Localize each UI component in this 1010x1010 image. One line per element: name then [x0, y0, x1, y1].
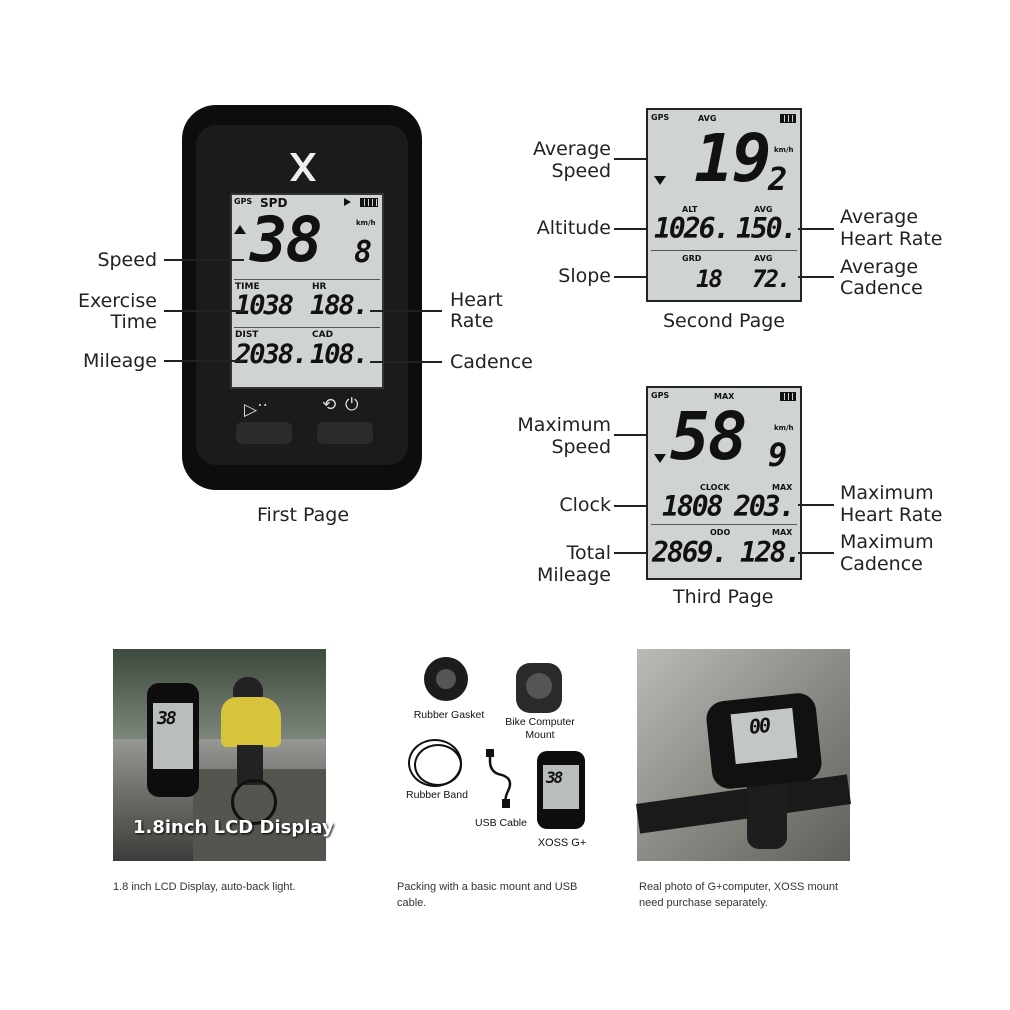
time-value: 1038: [235, 290, 294, 321]
max-cad-label: MAX: [772, 528, 793, 537]
max-speed-value: 58: [670, 398, 747, 475]
max-hr-label-1: Maximum: [840, 482, 934, 504]
second-page-screen: GPS AVG 19 km/h 2 ALT AVG 1026. 150. GRD…: [646, 108, 802, 302]
x-logo-icon: [290, 153, 316, 181]
alt-label: ALT: [682, 205, 698, 214]
speed-unit: km/h: [774, 146, 794, 154]
clock-label-text: Clock: [559, 494, 611, 516]
battery-icon: [360, 198, 378, 207]
cadence-label: Cadence: [450, 351, 533, 373]
avg-hr-value: 150.: [736, 212, 797, 245]
lcd-overlay-text: 1.8inch LCD Display: [133, 817, 334, 838]
battery-icon: [780, 114, 796, 123]
max-cad-value: 128.: [740, 536, 801, 569]
up-arrow-icon: [234, 225, 246, 234]
speed-label: Speed: [97, 249, 157, 271]
rubber-gasket-label: Rubber Gasket: [413, 709, 485, 721]
hr-value: 188.: [310, 290, 369, 321]
rubber-band-label: Rubber Band: [406, 789, 468, 801]
avg-cad-label-1: Average: [840, 256, 919, 278]
mount-label: Bike Computer Mount: [505, 716, 575, 741]
usb-cable-icon: [486, 749, 512, 808]
avg-cad-value: 72.: [752, 265, 791, 293]
heart-rate-label-1: Heart: [450, 289, 503, 311]
avg-speed-label-1: Average: [532, 138, 611, 160]
max-speed-label-2: Speed: [551, 436, 611, 458]
clock-value: 1808: [662, 490, 723, 523]
panel-3-caption: Real photo of G+computer, XOSS mount nee…: [639, 881, 839, 909]
first-page-device: GPS SPD 38 km/h 8 TIME HR 1038 188. DIST…: [182, 105, 422, 490]
exercise-time-label-2: Time: [110, 311, 158, 333]
slope-label: Slope: [558, 265, 611, 287]
play-pause-icon: ▷ॱॱ: [244, 400, 268, 420]
third-page-caption: Third Page: [673, 586, 774, 608]
speed-value: 38: [250, 203, 323, 276]
clock-label: CLOCK: [700, 483, 730, 492]
panel-1-caption: 1.8 inch LCD Display, auto-back light.: [113, 881, 296, 893]
cad-label: CAD: [312, 330, 334, 340]
panel-2-caption: Packing with a basic mount and USB cable…: [397, 881, 578, 909]
third-page-screen: GPS MAX 58 km/h 9 CLOCK MAX 1808 203. OD…: [646, 386, 802, 580]
hr-label: HR: [312, 282, 327, 292]
lcd-display-photo: 38 1.8inch LCD Display: [113, 649, 334, 861]
max-mode-label: MAX: [714, 392, 735, 401]
total-mileage-label-2: Mileage: [536, 564, 611, 586]
speed-mode-label: SPD: [260, 196, 288, 210]
gps-indicator: GPS: [651, 391, 670, 400]
slope-value: 18: [696, 265, 723, 293]
exercise-time-label-1: Exercise: [77, 290, 157, 312]
down-arrow-icon: [654, 176, 666, 185]
avg-speed-value: 19: [694, 120, 771, 197]
time-label: TIME: [235, 282, 260, 292]
max-cad-label-1: Maximum: [840, 531, 934, 553]
altitude-label: Altitude: [536, 217, 611, 239]
right-button[interactable]: [317, 422, 373, 444]
mileage-label: Mileage: [82, 350, 157, 372]
left-button[interactable]: [236, 422, 292, 444]
usb-cable-label: USB Cable: [475, 817, 527, 829]
max-hr-value: 203.: [734, 490, 795, 523]
cad-value: 108.: [310, 339, 369, 370]
avg-cad-label-2: Cadence: [840, 277, 923, 299]
max-cad-label-2: Cadence: [840, 553, 923, 575]
avg-mode-label: AVG: [698, 114, 717, 123]
battery-icon: [780, 392, 796, 401]
avg-cad-label: AVG: [754, 254, 773, 263]
avg-hr-label-1: Average: [840, 206, 919, 228]
speed-unit: km/h: [356, 219, 376, 227]
package-contents-panel: Rubber Gasket Bike Computer Mount Rubber…: [396, 649, 621, 861]
max-hr-label: MAX: [772, 483, 793, 492]
power-icon: ⏻: [345, 395, 359, 415]
odo-value: 2869.: [652, 536, 728, 569]
speed-decimal: 8: [354, 235, 372, 270]
speed-unit: km/h: [774, 424, 794, 432]
dist-label: DIST: [235, 330, 259, 340]
altitude-value: 1026.: [654, 212, 730, 245]
max-hr-label-2: Heart Rate: [840, 504, 943, 526]
odo-label: ODO: [710, 528, 731, 537]
first-page-screen: GPS SPD 38 km/h 8 TIME HR 1038 188. DIST…: [230, 193, 384, 389]
first-page-caption: First Page: [257, 504, 350, 526]
avg-hr-label-2: Heart Rate: [840, 228, 943, 250]
down-arrow-icon: [654, 454, 666, 463]
grd-label: GRD: [682, 254, 702, 263]
max-speed-label-1: Maximum: [517, 414, 611, 436]
gps-indicator: GPS: [651, 113, 670, 122]
avg-speed-decimal: 2: [768, 160, 787, 198]
heart-rate-label-2: Rate: [450, 310, 494, 332]
play-icon: [344, 198, 351, 206]
avg-hr-label: AVG: [754, 205, 773, 214]
total-mileage-label-1: Total: [566, 542, 611, 564]
device-label: XOSS G+: [537, 837, 587, 849]
second-page-caption: Second Page: [663, 310, 785, 332]
dist-value: 2038.: [235, 339, 308, 370]
avg-speed-label-2: Speed: [551, 160, 611, 182]
max-speed-decimal: 9: [768, 436, 787, 474]
real-photo: 00: [635, 649, 852, 861]
lap-icon: ⟲: [322, 395, 337, 415]
gps-indicator: GPS: [234, 197, 253, 206]
